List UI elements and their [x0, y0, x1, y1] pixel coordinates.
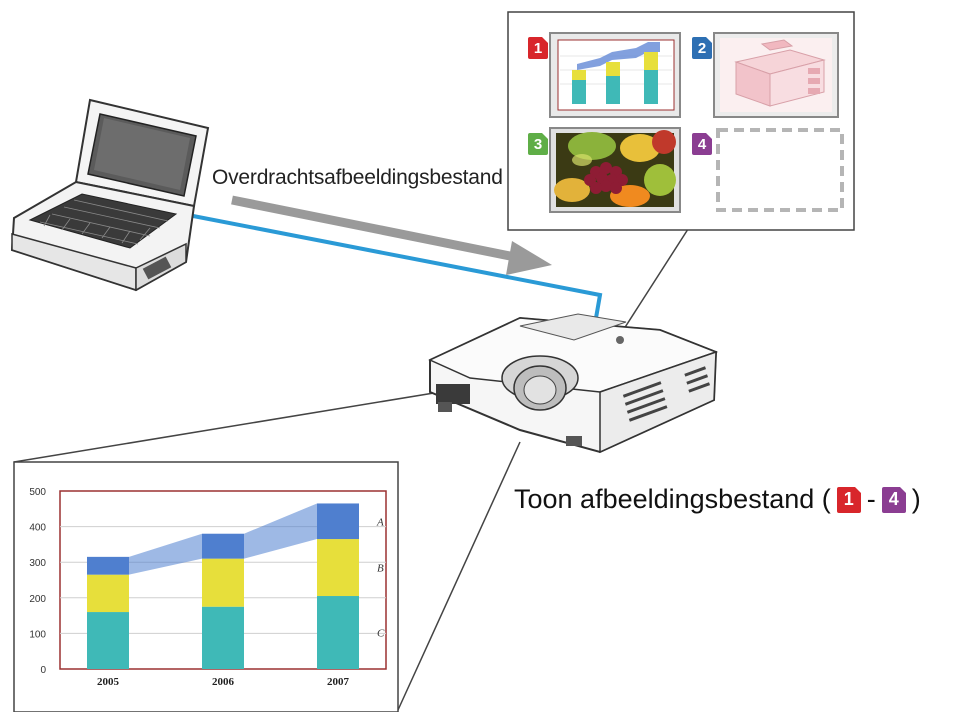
slot-2-thumbnail	[713, 32, 839, 118]
series-label: B	[377, 563, 384, 575]
display-start-badge: 1	[836, 486, 861, 513]
connector-band	[244, 503, 317, 559]
stacked-bar-chart: 0 100 200 300 400 500 2005 2006 2007 C B A	[29, 487, 386, 688]
bar-segment	[317, 539, 359, 597]
transfer-arrow	[231, 195, 552, 275]
connector-band	[129, 533, 202, 575]
slot-4-empty	[716, 128, 844, 212]
callout-line-bottom	[397, 441, 521, 711]
callout-line-top	[621, 225, 691, 333]
x-tick-label: 2005	[97, 676, 120, 688]
y-tick-label: 0	[40, 665, 46, 676]
bar-segment	[87, 612, 129, 669]
bar-segment	[202, 558, 244, 607]
y-tick-label: 100	[29, 629, 46, 640]
slot-1-thumbnail	[549, 32, 681, 118]
callout-line-left	[13, 391, 441, 463]
connection-cable	[187, 213, 603, 319]
projector-illustration	[428, 313, 719, 454]
bar-segment	[87, 556, 129, 575]
y-tick-label: 300	[29, 558, 46, 569]
y-tick-label: 500	[29, 487, 46, 498]
display-label-sep: -	[866, 484, 876, 514]
x-tick-label: 2006	[212, 676, 235, 688]
display-label-suffix: )	[911, 484, 921, 514]
slot-2-badge: 2	[692, 37, 712, 59]
bar-segment	[317, 503, 359, 540]
transfer-label: Overdrachtsafbeeldingsbestand	[212, 166, 503, 189]
bar-segment	[202, 606, 244, 669]
y-tick-label: 200	[29, 594, 46, 605]
bar-segment	[202, 533, 244, 559]
slot-1-badge: 1	[528, 37, 548, 59]
y-tick-label: 400	[29, 523, 46, 534]
series-label: C	[377, 628, 385, 640]
display-label-prefix: Toon afbeeldingsbestand (	[514, 484, 831, 514]
x-tick-label: 2007	[327, 676, 350, 688]
laptop-illustration	[10, 98, 210, 292]
display-end-badge: 4	[881, 486, 906, 513]
display-label: Toon afbeeldingsbestand ( 1 - 4 )	[514, 484, 921, 515]
bar-segment	[317, 596, 359, 669]
slot-3-badge: 3	[528, 133, 548, 155]
slot-4-badge: 4	[692, 133, 712, 155]
bar-segment	[87, 574, 129, 613]
slot-3-thumbnail	[549, 127, 681, 213]
chart-callout-panel: 0 100 200 300 400 500 2005 2006 2007 C B A	[13, 461, 399, 712]
image-slots-panel	[507, 11, 855, 231]
series-label: A	[376, 516, 384, 528]
